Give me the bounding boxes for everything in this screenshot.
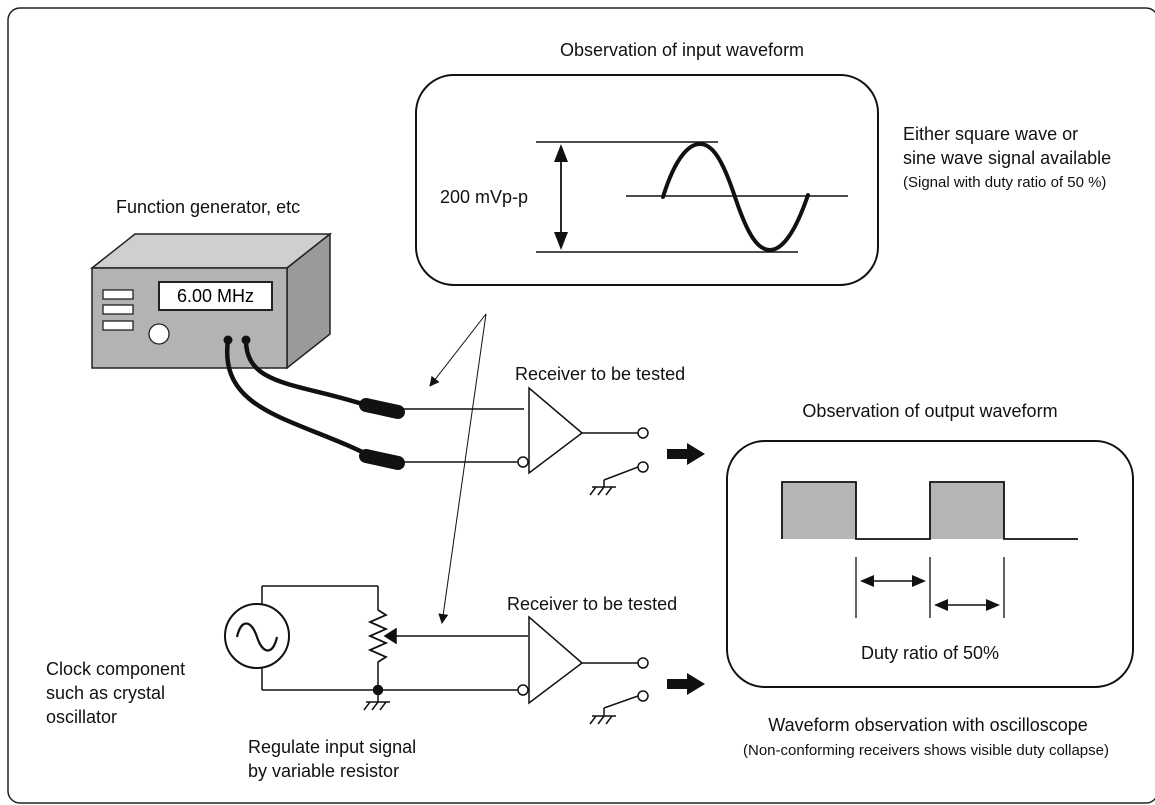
receiver-top-label: Receiver to be tested <box>515 364 686 384</box>
sine-wave <box>661 141 810 253</box>
output-panel-title: Observation of output waveform <box>802 401 1058 421</box>
variable-resistor <box>363 586 528 711</box>
amplitude-label: 200 mVp-p <box>440 187 529 207</box>
generator-knob <box>148 323 170 345</box>
generator-cables <box>224 339 405 470</box>
clock-label-line3: oscillator <box>46 707 118 727</box>
duty-arrow-low <box>860 575 926 587</box>
resistor-label-line1: Regulate input signal <box>248 737 417 757</box>
pulse-1 <box>782 482 856 539</box>
clock-oscillator <box>224 585 524 691</box>
output-arrow-top <box>667 443 705 465</box>
duty-arrow-high <box>934 599 1000 611</box>
signal-pointer-arrows <box>429 313 487 624</box>
generator-display: 6.00 MHz <box>158 281 273 311</box>
scope-label-line2: (Non-conforming receivers shows visible … <box>743 742 1109 759</box>
waveform-note-line2: sine wave signal available <box>903 148 1112 168</box>
outer-frame <box>7 7 1155 804</box>
waveform-note-line3: (Signal with duty ratio of 50 %) <box>903 174 1107 191</box>
resistor-label-line2: by variable resistor <box>248 761 400 781</box>
amplitude-double-arrow <box>554 144 568 250</box>
input-waveform-panel <box>415 74 879 286</box>
clock-label-line2: such as crystal <box>46 683 166 703</box>
generator-label: Function generator, etc <box>116 197 301 217</box>
input-panel-title: Observation of input waveform <box>559 40 805 60</box>
waveform-note-line1: Either square wave or <box>903 124 1079 144</box>
pulse-2 <box>930 482 1004 539</box>
duty-label: Duty ratio of 50% <box>860 643 1000 663</box>
output-waveform-panel <box>726 440 1134 688</box>
output-arrow-bottom <box>667 673 705 695</box>
receiver-bottom <box>517 615 649 725</box>
receiver-bottom-label: Receiver to be tested <box>507 594 678 614</box>
clock-label-line1: Clock component <box>46 659 186 679</box>
scope-label-line1: Waveform observation with oscilloscope <box>768 715 1088 735</box>
receiver-top <box>400 386 649 496</box>
